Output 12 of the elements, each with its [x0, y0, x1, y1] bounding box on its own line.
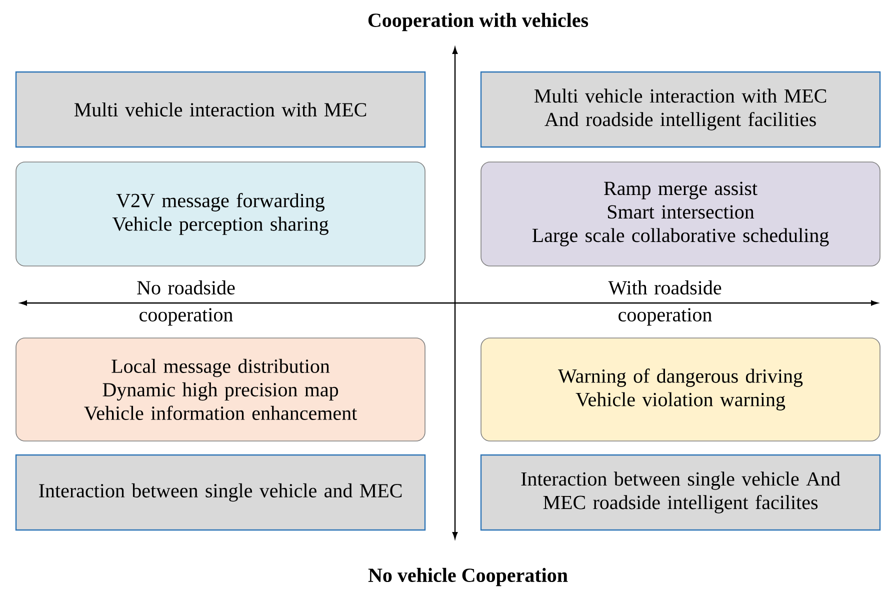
rounded-box: Warning of dangerous driving Vehicle violation warning [480, 338, 880, 442]
axis-label: With roadside cooperation [608, 280, 722, 326]
axis-title: No vehicle Cooperation [368, 568, 568, 586]
rounded-box: Ramp merge assist Smart intersection Large scale collaborative scheduling [480, 162, 880, 266]
axis-label: No roadside cooperation [137, 280, 235, 326]
axis-title: Cooperation with vehicles [368, 12, 588, 32]
info-box: Interaction between single vehicle and MEC [15, 454, 426, 531]
info-box: Multi vehicle interaction with MEC [15, 71, 426, 148]
rounded-box: Local message distribution Dynamic high precision map Vehicle information enhancement [16, 338, 426, 442]
info-box: Interaction between single vehicle And MEC roadside intelligent facilites [480, 454, 881, 531]
info-box: Multi vehicle interaction with MEC And roadside intelligent facilities [480, 71, 881, 148]
rounded-box: V2V message forwarding Vehicle perception sharing [16, 162, 426, 266]
